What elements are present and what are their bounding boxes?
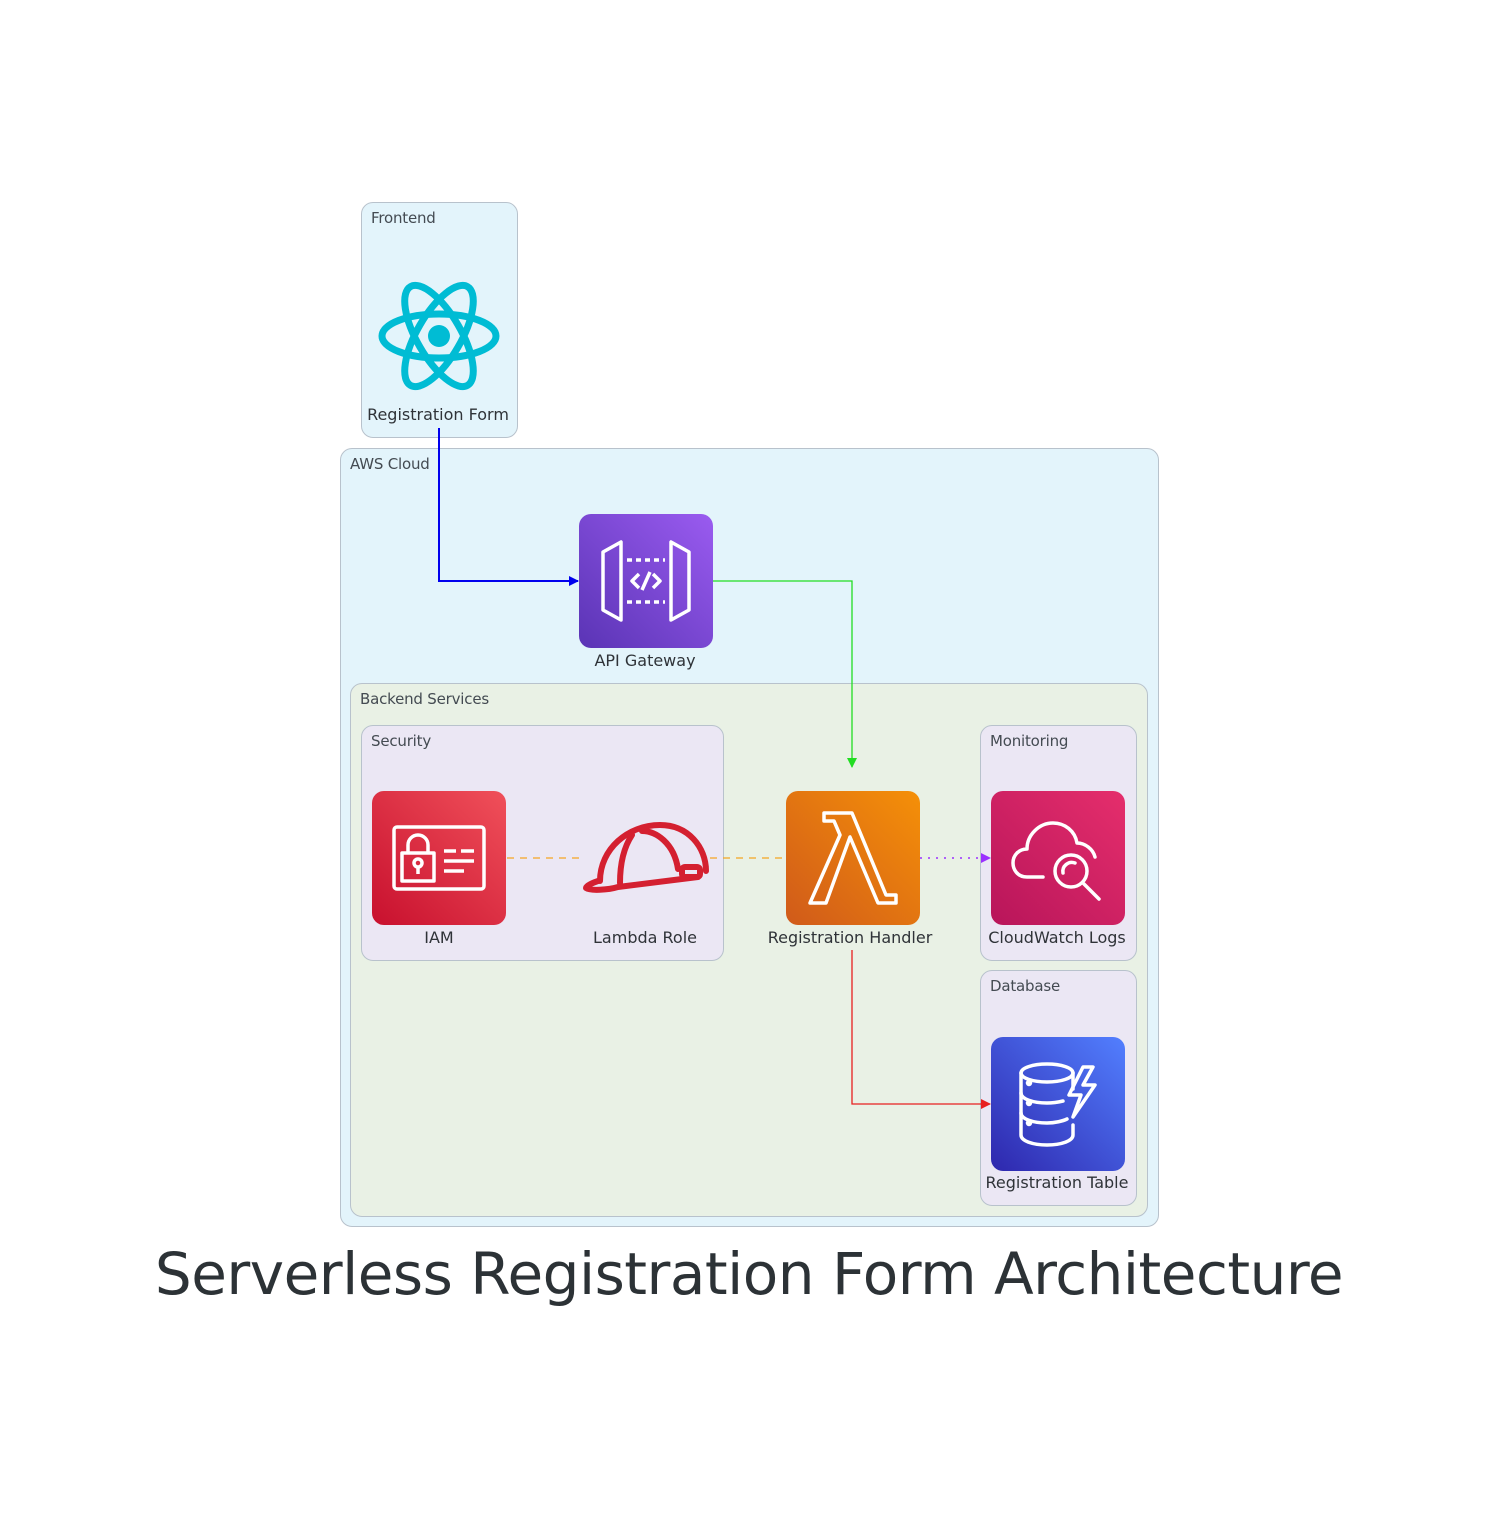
lambda-icon [786, 791, 920, 925]
cloudwatch-logs-label: CloudWatch Logs [988, 928, 1126, 947]
registration-form-node[interactable] [372, 268, 506, 402]
edge-form-to-api-gateway [438, 428, 579, 586]
registration-table-node[interactable] [991, 1037, 1125, 1171]
cloudwatch-logs-node[interactable] [991, 791, 1125, 925]
registration-handler-label: Registration Handler [767, 928, 933, 947]
role-helmet-icon [583, 822, 709, 893]
iam-label: IAM [424, 928, 454, 947]
react-icon [378, 281, 500, 391]
cloudwatch-icon [991, 791, 1125, 925]
monitoring-cluster-label: Monitoring [990, 732, 1069, 750]
frontend-cluster-label: Frontend [371, 209, 436, 227]
api-gateway-label: API Gateway [594, 651, 696, 670]
iam-node[interactable] [372, 791, 506, 925]
lambda-role-node[interactable] [578, 791, 712, 925]
database-cluster-label: Database [990, 977, 1060, 995]
edge-handler-to-table [851, 950, 991, 1109]
api-gateway-node[interactable] [579, 514, 713, 648]
security-cluster-label: Security [371, 732, 431, 750]
frontend-cluster: Frontend [361, 202, 518, 438]
aws-cloud-cluster-label: AWS Cloud [350, 455, 430, 473]
edge-api-gateway-to-handler [713, 580, 857, 768]
iam-icon [372, 791, 506, 925]
dynamodb-icon [991, 1037, 1125, 1171]
lambda-role-label: Lambda Role [593, 928, 697, 947]
diagram-title: Serverless Registration Form Architectur… [154, 1240, 1344, 1308]
backend-services-cluster-label: Backend Services [360, 690, 489, 708]
api-gateway-icon [579, 514, 713, 648]
registration-handler-node[interactable] [786, 791, 920, 925]
registration-form-label: Registration Form [367, 405, 509, 424]
registration-table-label: Registration Table [985, 1173, 1129, 1192]
